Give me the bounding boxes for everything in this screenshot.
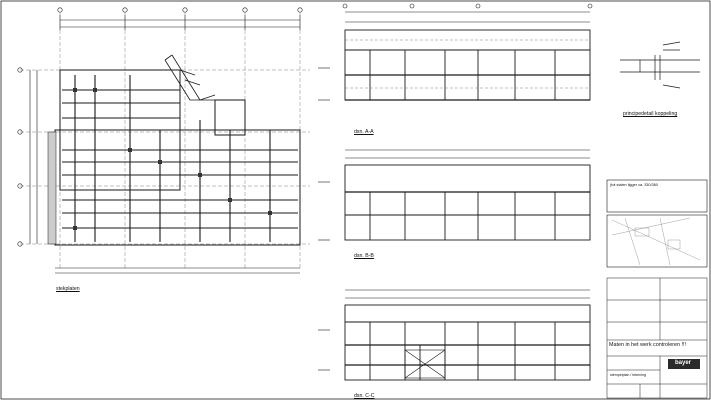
logo-box	[668, 359, 700, 369]
detail-title: principedetail koppeling	[623, 111, 678, 117]
section-a-title: dsn. A-A	[354, 129, 374, 135]
measure-note: Maten in het werk controleren !!!	[609, 342, 687, 348]
title-block-heading: stempelplan / tekening	[610, 373, 646, 377]
notes-block	[606, 179, 708, 268]
detail-drawing	[620, 41, 700, 89]
logo-text: bayer	[675, 360, 692, 366]
note-box-title: (tot stalen ligger ca. 330/360	[610, 183, 658, 187]
section-c-title: dsn. C-C	[354, 393, 375, 399]
plan-view	[17, 7, 310, 274]
plan-title: stekplaten	[56, 286, 80, 292]
title-block-lines	[606, 277, 708, 399]
section-b-title: dsn. B-B	[354, 253, 374, 259]
sections	[318, 3, 593, 381]
